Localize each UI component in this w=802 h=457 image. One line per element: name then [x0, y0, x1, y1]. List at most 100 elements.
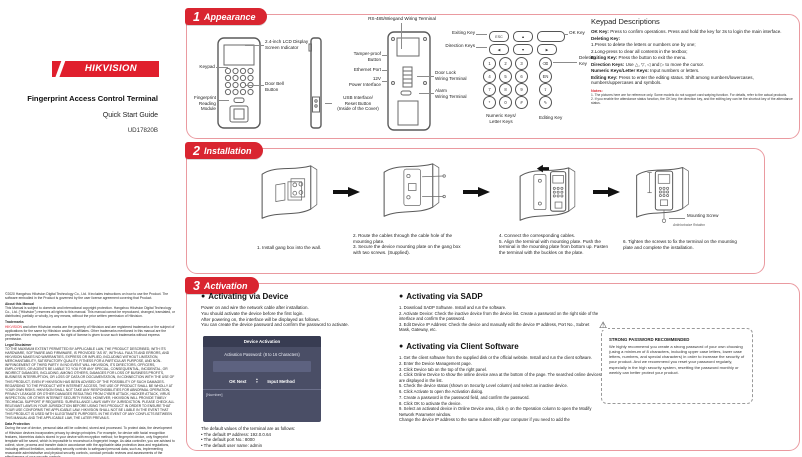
bullet-icon: ●	[201, 293, 206, 300]
via-device-body: Power on and wire the network cable afte…	[201, 305, 397, 328]
section-2-tab: 2 Installation	[185, 142, 264, 159]
callout-line	[217, 100, 229, 101]
legal-text: ©2020 Hangzhou Hikvision Digital Technol…	[5, 292, 175, 457]
left-key: ◀	[489, 44, 509, 55]
callout-line	[476, 47, 487, 48]
notes-title: Notes:	[591, 88, 603, 93]
install-step1-caption: 1. Install gang box into the wall.	[257, 245, 322, 250]
client-step: 7. Create a password in the password fie…	[399, 394, 530, 400]
defaults-title: The default values of the terminal are a…	[201, 426, 296, 431]
dialog-input-method-button: Input Method	[267, 378, 295, 384]
desc-deleting: Deleting Key:	[591, 35, 621, 41]
triangle-up-icon: ▲	[255, 377, 259, 381]
dialog-title: Device Activation	[203, 336, 321, 347]
desc-numeric: Numeric Keys/Letter Keys: Input numbers …	[591, 68, 700, 74]
client-step: 2. Enter the Device Management page.	[399, 360, 472, 366]
down-key: ▼	[513, 44, 533, 55]
callout-line	[401, 23, 402, 49]
label-fingerprint: Fingerprint Reading Module	[194, 95, 216, 112]
client-step: 1. Get the client software from the supp…	[399, 355, 593, 360]
client-step: 9. Select an activated device in Online …	[399, 406, 592, 417]
callout-line	[245, 45, 264, 46]
doc-code: UD17820B	[127, 127, 158, 134]
section-3-tab: 3 Activation	[185, 277, 260, 294]
install-step3-caption: 4. Connect the corresponding cables. 5. …	[499, 233, 609, 255]
section-3-title: Activation	[203, 280, 248, 291]
brand-name: HIKVISION	[84, 63, 138, 74]
client-step: 4. Click Online Device to show the onlin…	[399, 372, 601, 383]
trademarks-paragraph: HIKVISION and other Hikvision marks are …	[5, 324, 175, 341]
disclaimer-heading: Legal Disclaimer	[5, 342, 32, 347]
via-device-line: After powering on, the interface will be…	[201, 316, 320, 322]
device-activation-dialog: Device Activation Activation Password: (…	[203, 336, 321, 422]
heading-activating-via-device: ● Activating via Device	[201, 292, 289, 301]
dialog-input-mode: [Number]	[203, 389, 321, 397]
key-6: 6	[515, 70, 528, 83]
callout-line	[382, 81, 389, 82]
dialog-buttons: OK Next ▲ ▼ Input Method	[203, 377, 321, 384]
section-activation: 3 Activation ● Activating via Device Pow…	[185, 277, 800, 451]
right-key: ▶	[537, 44, 557, 55]
bullet-icon: ●	[399, 293, 404, 300]
arrow-right-icon	[333, 187, 360, 197]
mounting-screw-label: Mounting Screw	[687, 213, 719, 218]
default-port: • The default port No.: 8000	[201, 437, 255, 442]
dialog-ok-button: OK Next	[229, 378, 247, 384]
label-exiting-key: Exiting Key	[452, 30, 475, 35]
default-ip: • The default IP address: 192.0.0.64	[201, 431, 271, 437]
heading-activating-via-sadp: ● Activating via SADP	[399, 292, 483, 301]
trademarks-heading: Trademarks	[5, 320, 24, 325]
hikvision-logo: HIKVISION	[52, 61, 159, 77]
callout-line	[669, 218, 685, 219]
keypad-descriptions-title: Keypad Descriptions	[591, 17, 660, 26]
dialog-password-label: Activation Password: (8 to 16 Characters…	[224, 352, 300, 357]
client-step: 8. Click OK to activate the device.	[399, 400, 462, 406]
label-deleting-key: Deleting Key	[579, 55, 596, 66]
desc-direction: Direction Keys: Use △, ▽, ◁ and ▷ to mov…	[591, 61, 705, 67]
install-step3-illustration	[519, 164, 576, 221]
key-0: 0	[499, 96, 512, 109]
label-doorbell: Door Bell Button	[265, 81, 284, 92]
callout-line	[216, 67, 228, 68]
strong-password-tip: ⚠ STRONG PASSWORD RECOMMENDED We highly …	[598, 321, 753, 404]
label-door-lock: Door Lock Wiring Terminal	[435, 70, 467, 81]
callout-line	[564, 34, 568, 35]
arrow-right-icon	[593, 187, 620, 197]
key-2: 2	[499, 57, 512, 70]
callout-line	[382, 55, 389, 56]
label-alarm: Alarm Wiring Terminal	[435, 88, 467, 99]
guide-subtitle: Quick Start Guide	[102, 112, 158, 119]
client-steps: 1. Get the client software from the supp…	[399, 355, 605, 423]
tip-title: STRONG PASSWORD RECOMMENDED	[609, 337, 690, 342]
callout-line	[382, 70, 389, 71]
desc-exiting: Exiting Key: Press the button to exit th…	[591, 55, 687, 61]
label-keypad: Keypad	[199, 64, 215, 69]
default-values: The default values of the terminal are a…	[201, 426, 397, 448]
section-3-number: 3	[193, 278, 200, 293]
disclaimer-paragraph: TO THE MAXIMUM EXTENT PERMITTED BY APPLI…	[5, 346, 175, 421]
hash-key: #	[515, 96, 528, 109]
callout-line	[419, 93, 434, 94]
section-1-title: Appearance	[203, 11, 256, 22]
keypad-diagram: ESC ▲ ◀ ▼ ▶ 1 2 3 ⌫ 4 5 6 EN 7 8 9 ⇧ * 0…	[479, 29, 579, 109]
side-view-illustration	[308, 37, 322, 129]
shift-key: ⇧	[539, 83, 552, 96]
sadp-step: 3. Edit Device IP Address: Check the dev…	[399, 321, 590, 332]
edit-key: ✎	[539, 96, 552, 109]
sadp-step: 2. Activate Device: Check the inactive d…	[399, 310, 599, 321]
keypad-descriptions: Keypad Descriptions OK Key: Press to con…	[591, 17, 795, 106]
en-key: EN	[539, 70, 552, 83]
key-4: 4	[483, 70, 496, 83]
key-7: 7	[483, 83, 496, 96]
up-key: ▲	[513, 31, 533, 42]
client-step: 6. Click Activate to open the Activation…	[399, 389, 484, 394]
copyright-paragraph: ©2020 Hangzhou Hikvision Digital Technol…	[5, 292, 169, 301]
dialog-arrows-icon: ▲ ▼	[255, 377, 259, 384]
data-protection-heading: Data Protection	[5, 422, 30, 427]
client-step: Change the device IP address to the same…	[399, 417, 570, 423]
section-1-tab: 1 Appearance	[185, 8, 268, 25]
note-2: 2. If you enable the attendance status f…	[591, 97, 793, 106]
note-1: 1. The pictures here are for reference o…	[591, 92, 788, 97]
label-usb: USB Interface/ Reset Button (Inside of t…	[337, 95, 379, 112]
desc-deleting-2: 2.Long-press to clear all contents in th…	[591, 48, 688, 54]
